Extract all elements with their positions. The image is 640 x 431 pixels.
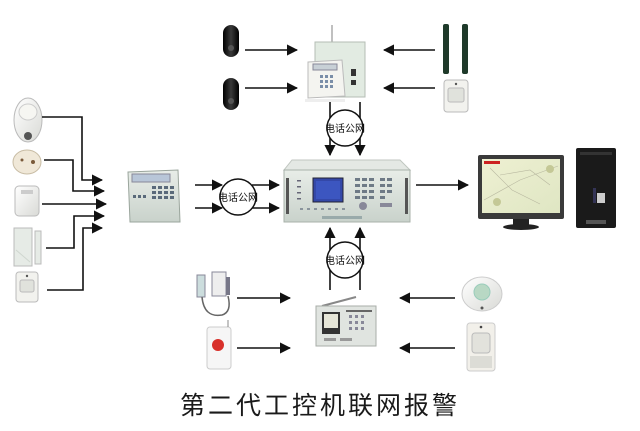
bottom-phone-network-node: 电话公网 [325, 241, 365, 279]
top-phone-network-node: 电话公网 [325, 109, 365, 147]
center-industrial-computer-icon [282, 159, 412, 223]
black-pir-detector-icon [223, 25, 239, 57]
door-magnetic-contact-icon [13, 227, 42, 267]
bottom-arrows [237, 292, 455, 354]
infrared-beam-detector-icon [443, 24, 468, 74]
diagram-caption: 第二代工控机联网报警 [179, 391, 460, 420]
bottom-wireless-host-icon [315, 296, 377, 347]
ceiling-pir-detector-icon [13, 97, 43, 143]
left-network-links [195, 179, 281, 214]
top-right-detectors [443, 24, 469, 113]
left-keypad-host-icon [127, 169, 181, 223]
smoke-detector-icon [12, 149, 42, 175]
shutter-door-contact-icon [196, 271, 230, 317]
ceiling-pir-detector-icon [461, 276, 503, 312]
top-phone-network-label: 电话公网 [325, 122, 365, 135]
black-pir-detector-icon [223, 78, 239, 110]
bottom-right-sensors [461, 276, 503, 372]
left-phone-network-node: 电话公网 [218, 178, 258, 216]
left-wiring [42, 116, 108, 291]
left-phone-network-label: 电话公网 [218, 191, 258, 204]
glass-break-detector-icon [14, 185, 40, 217]
left-sensor-column [12, 97, 43, 303]
top-arrows [245, 44, 435, 94]
bottom-phone-network-label: 电话公网 [325, 254, 365, 267]
wall-pir-detector-icon [443, 79, 469, 113]
monitoring-computer-icon [478, 148, 616, 230]
wall-pir-detector-icon [466, 322, 496, 372]
bottom-left-sensors [196, 271, 232, 370]
top-left-detectors [223, 25, 239, 110]
panic-button-icon [206, 320, 232, 370]
wall-pir-detector-icon [15, 271, 39, 303]
top-alarm-panel-icon [305, 25, 366, 102]
